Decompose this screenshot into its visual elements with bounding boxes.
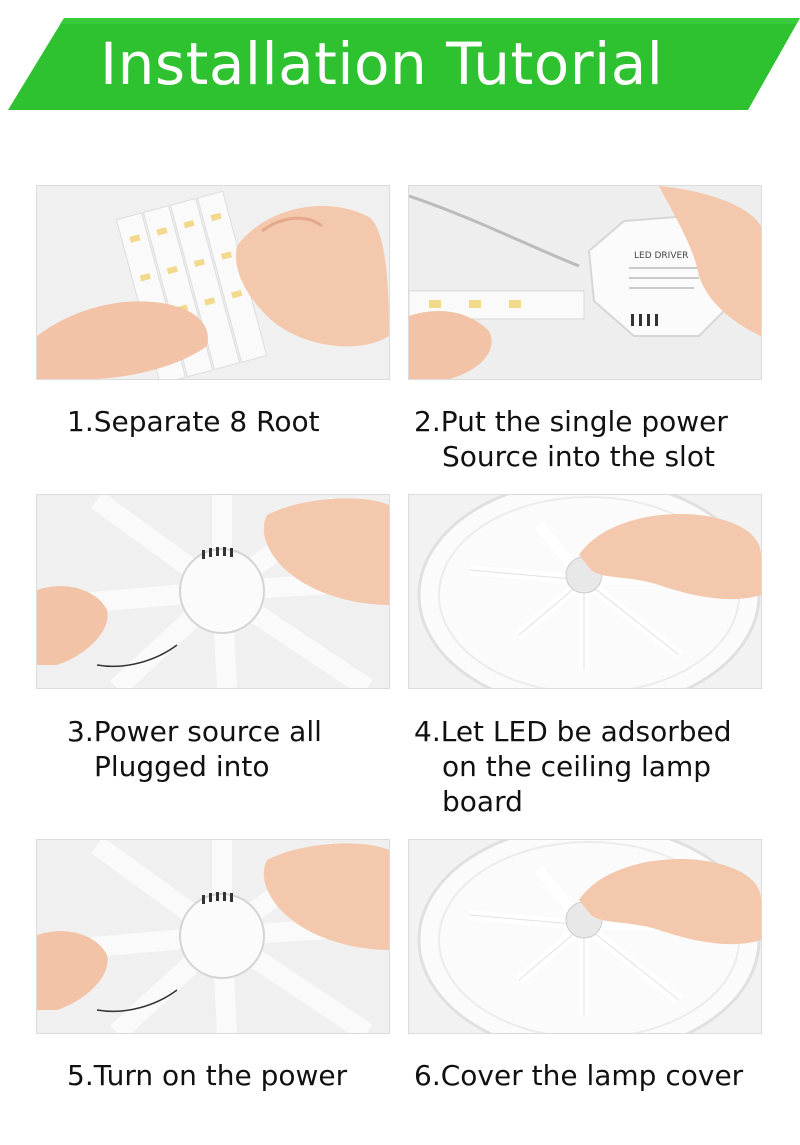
step-5-photo: [36, 839, 390, 1034]
step-3-caption: 3.Power source all Plugged into: [67, 714, 322, 784]
step-4-caption-line-3: board: [442, 785, 523, 818]
step-3-caption-line-1: 3.Power source all: [67, 715, 322, 748]
step-5-caption: 5.Turn on the power: [67, 1058, 347, 1093]
step-6-caption-line-1: 6.Cover the lamp cover: [414, 1059, 744, 1092]
step-4-caption-line-2: on the ceiling lamp: [442, 750, 711, 783]
page-title: Installation Tutorial: [100, 30, 664, 98]
step-5-caption-line-1: 5.Turn on the power: [67, 1059, 348, 1092]
step-1-photo: [36, 185, 390, 380]
step-4-caption: 4.Let LED be adsorbed on the ceiling lam…: [414, 714, 732, 819]
step-4-caption-line-1: 4.Let LED be adsorbed: [414, 715, 732, 748]
step-6-photo: [408, 839, 762, 1034]
header-banner: Installation Tutorial: [0, 18, 800, 110]
banner-shape: [8, 18, 800, 110]
step-6-caption: 6.Cover the lamp cover: [414, 1058, 743, 1093]
step-2-caption-line-1: 2.Put the single power: [414, 405, 728, 438]
step-2-photo: LED DRIVER: [408, 185, 762, 380]
step-1-caption-line-1: 1.Separate 8 Root: [67, 405, 320, 438]
step-4-photo: [408, 494, 762, 689]
step-2-caption: 2.Put the single power Source into the s…: [414, 404, 728, 474]
step-3-photo: [36, 494, 390, 689]
driver-label-text: LED DRIVER: [634, 251, 688, 261]
step-2-caption-line-2: Source into the slot: [442, 440, 715, 473]
step-3-caption-line-2: Plugged into: [94, 750, 270, 783]
step-1-caption: 1.Separate 8 Root: [67, 404, 320, 439]
